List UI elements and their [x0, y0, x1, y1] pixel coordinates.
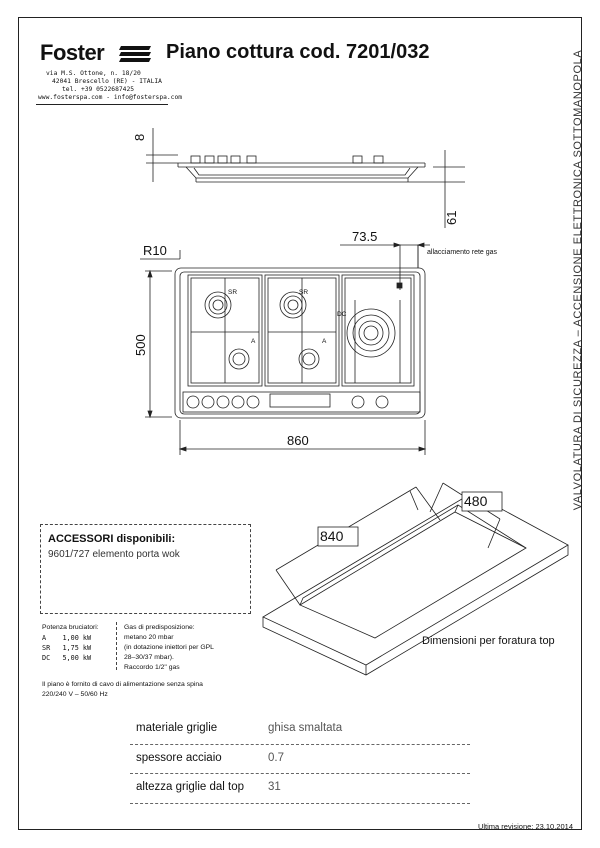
supply-line: 220/240 V – 50/60 Hz [42, 691, 108, 698]
spec-label-thickness: spessore acciaio [136, 752, 222, 764]
brand-logo: Foster [40, 40, 105, 65]
page-title: Piano cottura cod. 7201/032 [166, 41, 430, 63]
dim-height: 500 [133, 334, 148, 356]
power-row: DC 5,00 kW [42, 654, 92, 662]
burner-label: A [322, 338, 327, 345]
address-line: tel. +39 0522687425 [62, 86, 135, 93]
cutout-width: 840 [320, 528, 344, 544]
gas-line: 28–30/37 mbar). [124, 654, 174, 661]
burner-label: SR [299, 289, 309, 296]
revision-date: Ultima revisione: 23.10.2014 [477, 822, 573, 831]
spec-divider [116, 622, 117, 670]
spec-divider [130, 744, 470, 745]
dim-depth: 61 [444, 210, 459, 225]
radius-label: R10 [143, 243, 167, 258]
page-frame [18, 17, 582, 830]
spec-value-material: ghisa smaltata [268, 722, 343, 734]
spec-divider [130, 773, 470, 774]
cutout-caption: Dimensioni per foratura top [422, 635, 555, 647]
gas-connection-label: allacciamento rete gas [427, 249, 498, 256]
address-line: www.fosterspa.com - info@fosterspa.com [38, 94, 183, 101]
accessories-title: ACCESSORI disponibili: [48, 533, 176, 545]
cutout-depth: 480 [464, 493, 488, 509]
supply-line: Il piano è fornito di cavo di alimentazi… [42, 681, 203, 688]
power-title: Potenza bruciatori: [42, 624, 99, 631]
brand-logo-icon [119, 46, 151, 62]
gas-line: Raccordo 1/2" gas [124, 664, 180, 671]
gas-line: (in dotazione iniettori per GPL [124, 644, 214, 651]
accessories-item: 9601/727 elemento porta wok [48, 549, 180, 560]
address-line: via M.S. Ottone, n. 18/20 [46, 70, 141, 77]
burner-label: A [251, 338, 256, 345]
spec-label-grid-height: altezza griglie dal top [136, 781, 245, 793]
address-line: 42041 Brescello (RE) - ITALIA [52, 78, 162, 85]
gas-line: metano 20 mbar [124, 634, 174, 641]
power-row: SR 1,75 kW [42, 644, 92, 652]
spec-value-grid-height: 31 [268, 781, 281, 793]
burner-label: DC [337, 311, 347, 318]
dim-width: 860 [287, 433, 309, 448]
burner-label: SR [228, 289, 238, 296]
spec-label-material: materiale griglie [136, 722, 218, 734]
spec-divider [130, 803, 470, 804]
accessories-box [40, 524, 251, 614]
header-rule [36, 104, 168, 105]
gas-line: Gas di predisposizione: [124, 624, 195, 631]
spec-value-thickness: 0.7 [268, 752, 284, 764]
dim-offset: 73.5 [352, 229, 378, 244]
power-row: A 1,00 kW [42, 634, 92, 642]
dim-height-top: 8 [132, 133, 147, 141]
